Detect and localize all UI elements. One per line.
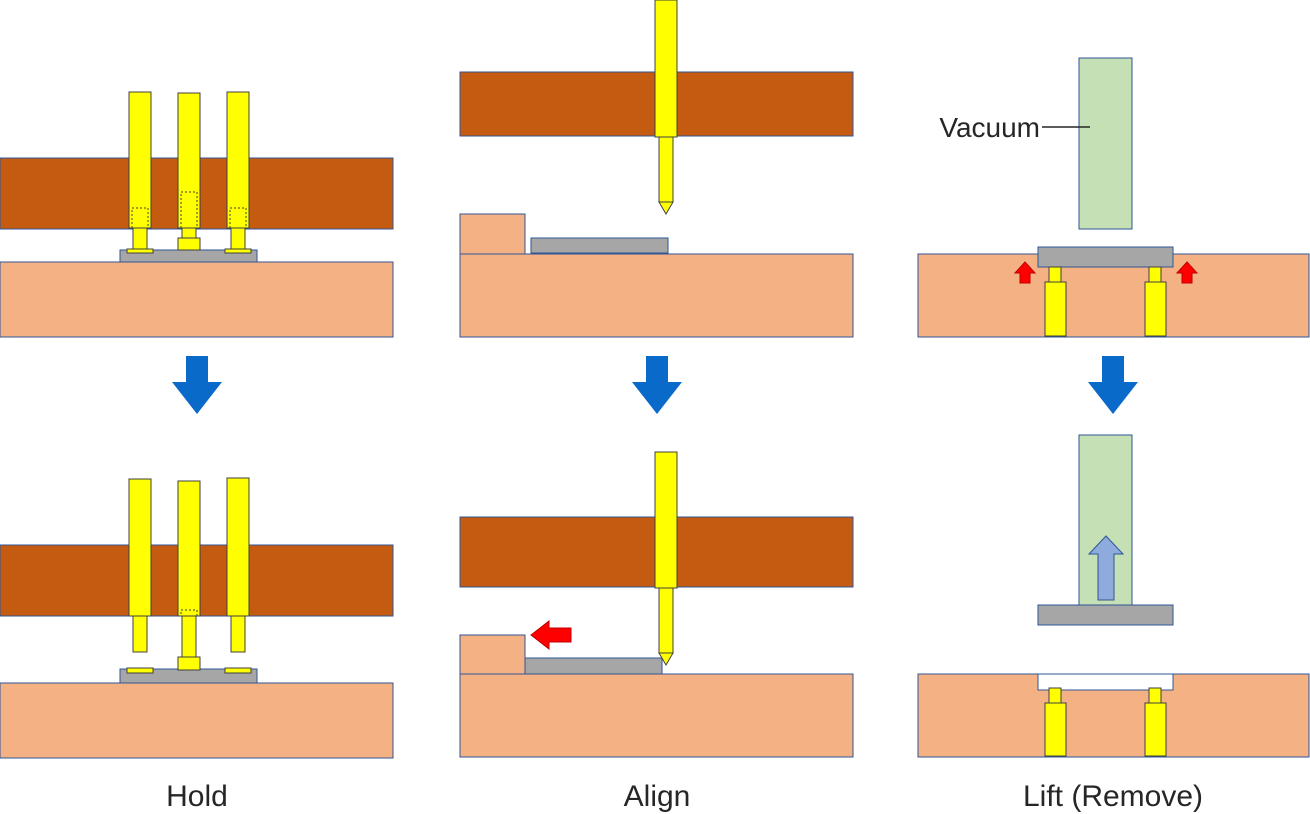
align-after <box>459 451 854 758</box>
hold-after <box>0 477 394 759</box>
hold-before <box>0 91 394 338</box>
up-arrow-icon <box>1013 261 1037 284</box>
base-block <box>459 673 854 758</box>
lift-pin <box>1144 687 1167 757</box>
lift-pin <box>1144 266 1167 337</box>
base-recess <box>1037 673 1174 691</box>
lift-pin <box>1044 266 1067 337</box>
spring-pin <box>224 477 252 674</box>
spring-pin <box>224 91 252 254</box>
align-pin <box>654 451 678 666</box>
part-plate <box>1037 246 1174 268</box>
stopper-block <box>459 213 526 255</box>
step-caption: Hold <box>166 780 228 813</box>
up-arrow-icon <box>1175 261 1199 284</box>
align-before <box>459 0 854 338</box>
up-arrow-icon <box>1087 535 1125 601</box>
spring-pin <box>177 92 201 251</box>
down-arrow-icon <box>172 356 222 414</box>
step-caption: Lift (Remove) <box>1023 780 1203 813</box>
lift-after <box>917 434 1310 758</box>
spring-pin <box>177 480 201 671</box>
lift-pin <box>1044 687 1067 757</box>
step-caption: Align <box>624 780 691 813</box>
part-plate <box>1037 604 1174 626</box>
lift-before: Vacuum <box>917 57 1310 338</box>
spring-pin <box>126 91 154 254</box>
left-arrow-icon <box>530 619 572 651</box>
align-column: Align <box>459 0 854 813</box>
stopper-block <box>459 634 526 675</box>
vacuum-head <box>1078 57 1133 230</box>
spring-pin <box>126 478 154 674</box>
down-arrow-icon <box>1088 356 1138 414</box>
part-plate <box>524 657 663 675</box>
hold-column: Hold <box>0 91 394 813</box>
down-arrow-icon <box>632 356 682 414</box>
part-plate <box>530 237 669 254</box>
vacuum-label: Vacuum <box>939 112 1040 143</box>
base-block <box>0 261 394 338</box>
base-block <box>917 253 1310 338</box>
align-pin <box>654 0 678 215</box>
lift-column: Vacuum <box>917 57 1310 813</box>
base-block <box>0 682 394 759</box>
base-block <box>459 253 854 338</box>
